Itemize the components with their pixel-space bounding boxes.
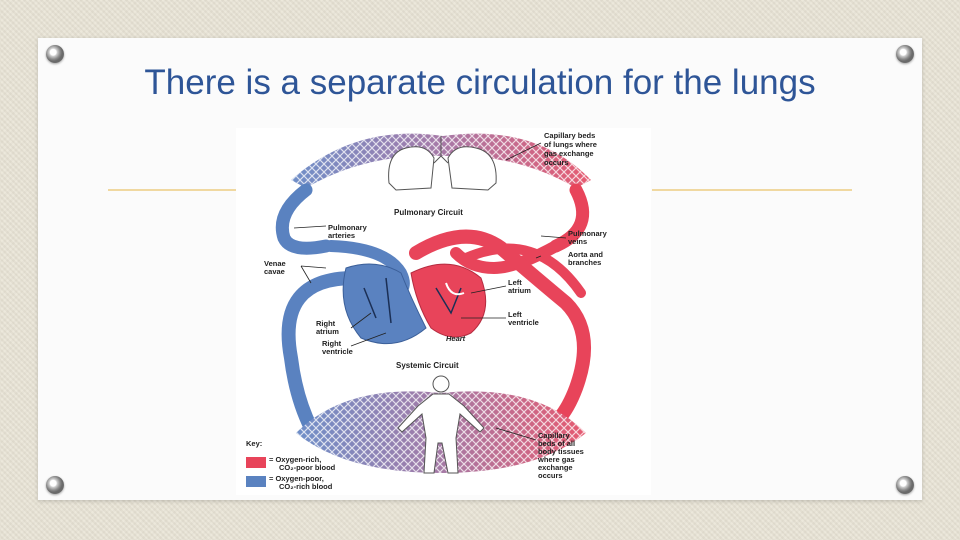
legend-oxygen-poor-2: CO₂-rich blood [279,482,333,491]
red-arterial-vessels [409,183,591,440]
legend-oxygen-rich-1: = Oxygen-rich, [269,455,321,464]
aorta-label-1: Aorta and [568,250,603,259]
left-ventricle-label-2: ventricle [508,318,539,327]
title-underline-left [108,189,238,191]
pin-bottom-left [46,476,64,494]
right-ventricle-label-1: Right [322,339,342,348]
legend-oxygen-rich-2: CO₂-poor blood [279,463,336,472]
pulmonary-arteries-label-2: arteries [328,231,355,240]
legend-oxygen-poor-1: = Oxygen-poor, [269,474,324,483]
capillary-lungs-label-4: occurs [544,158,569,167]
leader-lines [293,142,567,441]
capillary-body-label-2: beds of all [538,439,575,448]
pin-top-left [46,45,64,63]
right-atrium-label-1: Right [316,319,336,328]
systemic-circuit-label: Systemic Circuit [396,361,459,370]
capillary-lungs-label-1: Capillary beds [544,131,595,140]
capillary-body-label-6: occurs [538,471,563,480]
legend-title: Key: [246,439,262,448]
capillary-body-label-1: Capillary [538,431,571,440]
pulmonary-veins-label-1: Pulmonary [568,229,608,238]
capillary-lungs-label-2: of lungs where [544,140,597,149]
capillary-body-label-5: exchange [538,463,573,472]
pin-top-right [896,45,914,63]
heart-label: Heart [446,334,466,343]
slide-title: There is a separate circulation for the … [144,63,816,102]
pulmonary-veins-label-2: veins [568,237,587,246]
venae-cavae-label-2: cavae [264,267,285,276]
legend-swatch-oxygen-rich [246,457,266,468]
human-figure [397,375,485,474]
capillary-body-label-3: body tissues [538,447,584,456]
venae-cavae-label-1: Venae [264,259,286,268]
lungs-illustration [388,136,497,191]
capillary-lungs-label-3: gas exchange [544,149,594,158]
pin-bottom-right [896,476,914,494]
title-underline-right [652,189,852,191]
capillary-body-label-4: where gas [537,455,575,464]
circulation-diagram: Pulmonary Circuit Systemic Circuit Capil… [236,128,651,495]
left-atrium-label-2: atrium [508,286,531,295]
aorta-label-2: branches [568,258,601,267]
right-atrium-label-2: atrium [316,327,339,336]
left-ventricle-label-1: Left [508,310,522,319]
right-ventricle-label-2: ventricle [322,347,353,356]
pulmonary-circuit-label: Pulmonary Circuit [394,208,463,217]
lung-capillary-bed [291,133,591,188]
legend-swatch-oxygen-poor [246,476,266,487]
legend: Key: = Oxygen-rich, CO₂-poor blood = Oxy… [246,439,336,491]
heart-illustration [342,263,487,345]
pulmonary-arteries-label-1: Pulmonary [328,223,368,232]
left-atrium-label-1: Left [508,278,522,287]
